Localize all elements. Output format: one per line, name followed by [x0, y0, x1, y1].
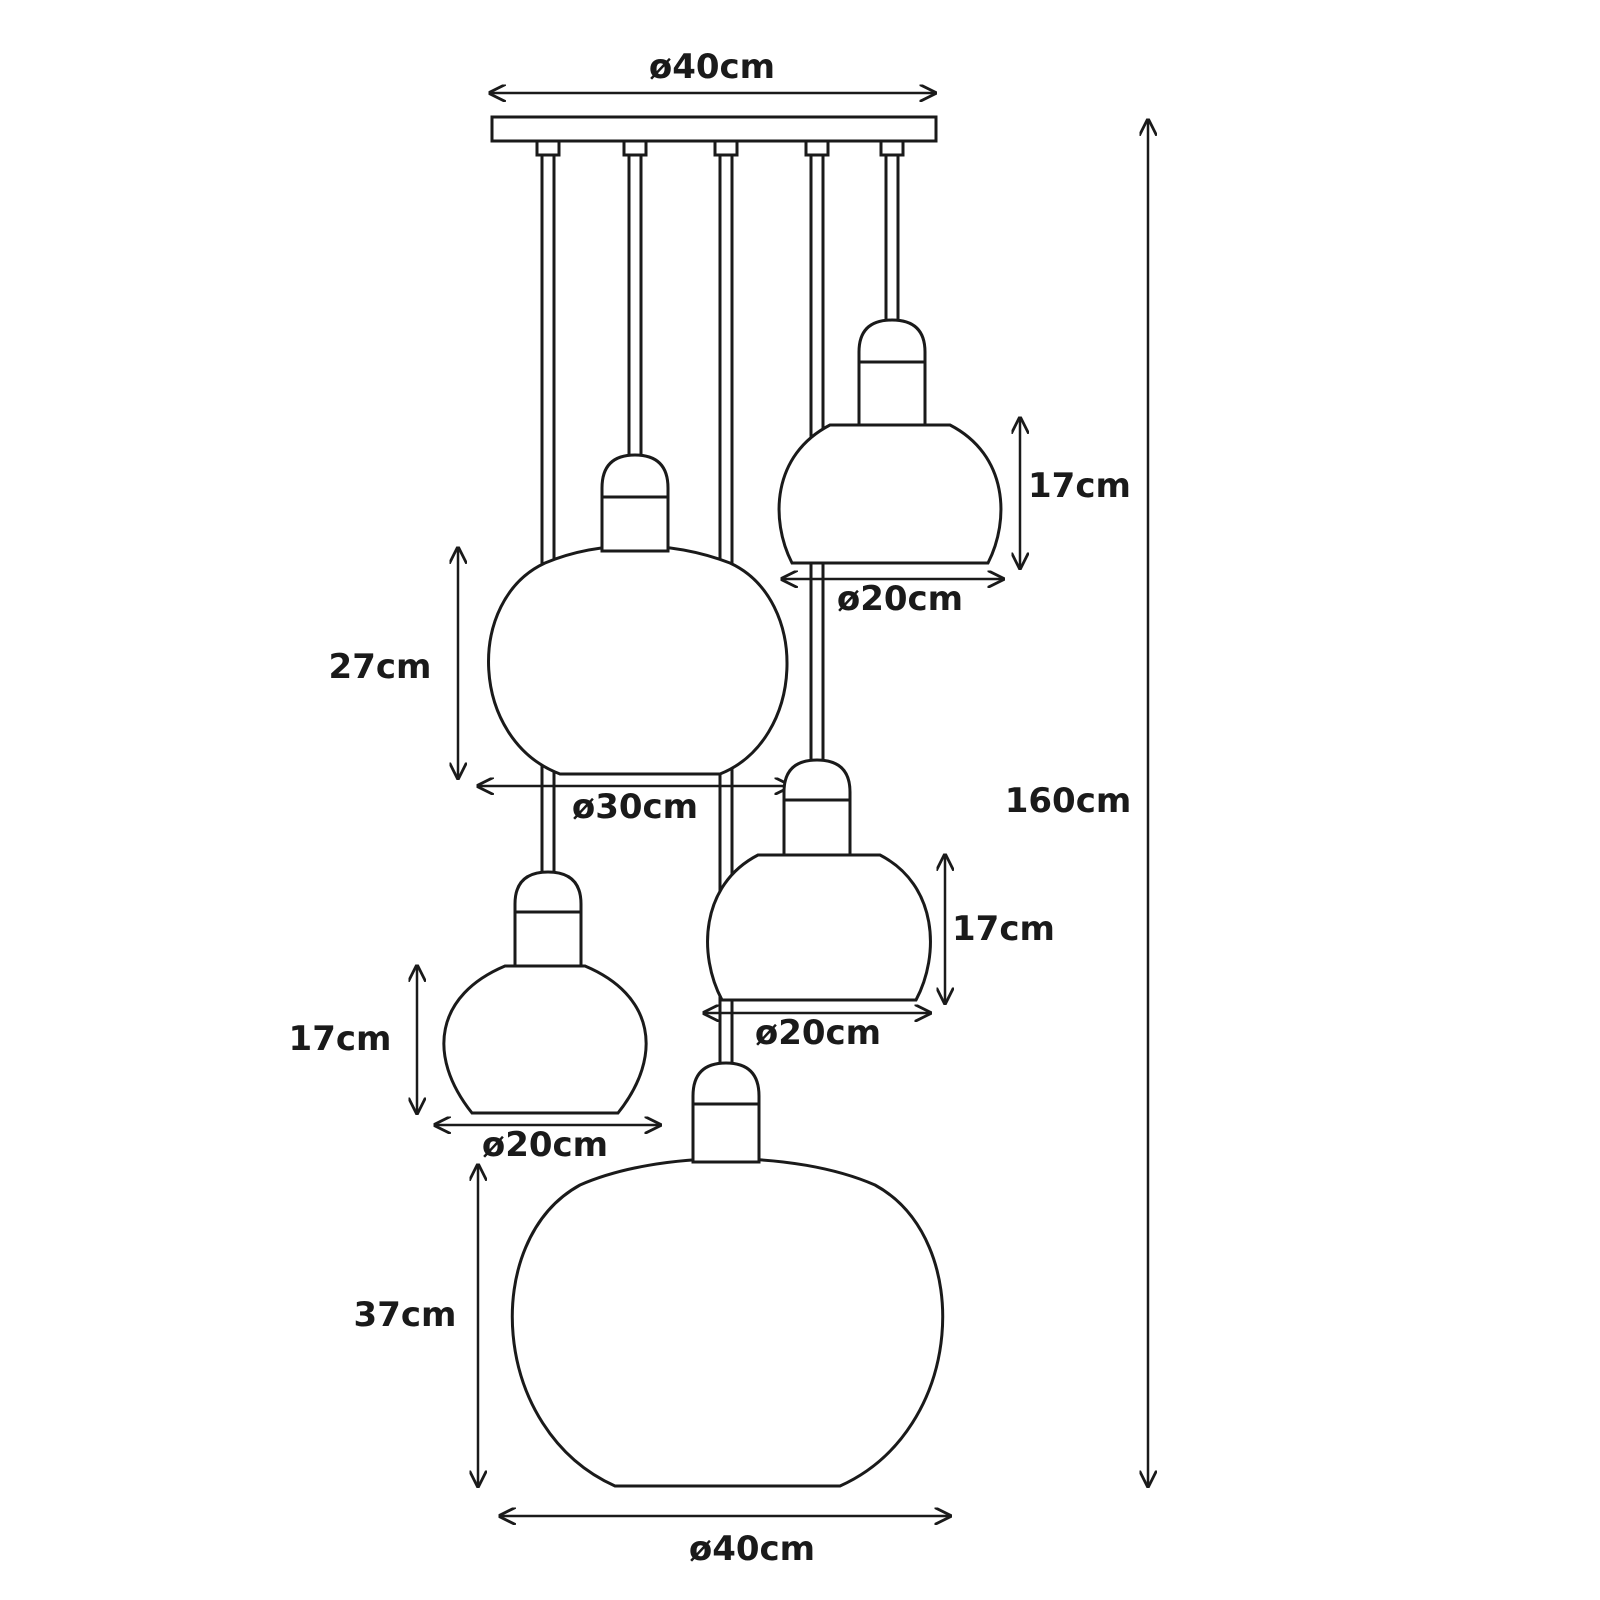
middle-left-diameter-label: ø30cm [572, 787, 698, 827]
top-right-diameter-label: ø20cm [837, 579, 963, 619]
pendant-lower-left [442, 870, 648, 1115]
lamp-holder [782, 758, 852, 857]
cord-socket [622, 139, 648, 157]
cord-socket [535, 139, 561, 157]
bottom-diameter-label: ø40cm [689, 1529, 815, 1569]
lower-left-diameter-label: ø20cm [482, 1125, 608, 1165]
shade-globe [706, 853, 932, 1002]
lamp-holder [600, 453, 670, 553]
shade-globe [442, 964, 648, 1115]
bottom-height-label: 37cm [354, 1295, 457, 1335]
shade-globe [487, 544, 789, 776]
middle-right-height-label: 17cm [952, 909, 1055, 949]
middle-right-diameter-label: ø20cm [755, 1013, 881, 1053]
ceiling-canopy [490, 115, 938, 143]
cord-socket [879, 139, 905, 157]
pendant-top-right [777, 318, 1003, 565]
shade-globe [777, 423, 1003, 565]
cord-socket [713, 139, 739, 157]
lamp-holder [857, 318, 927, 427]
pendant-middle-right [706, 758, 932, 1002]
overall-height-label: 160cm [1005, 781, 1132, 821]
lower-left-height-label: 17cm [289, 1019, 392, 1059]
pendant-middle-left [487, 453, 789, 776]
top-right-height-label: 17cm [1028, 466, 1131, 506]
canopy-diameter-label: ø40cm [649, 47, 775, 87]
middle-left-height-label: 27cm [329, 647, 432, 687]
pendant-bottom [510, 1061, 945, 1488]
cord-sockets [535, 139, 905, 157]
shade-globe [510, 1157, 945, 1488]
lamp-holder [513, 870, 583, 968]
cord-socket [804, 139, 830, 157]
lamp-holder [691, 1061, 761, 1164]
